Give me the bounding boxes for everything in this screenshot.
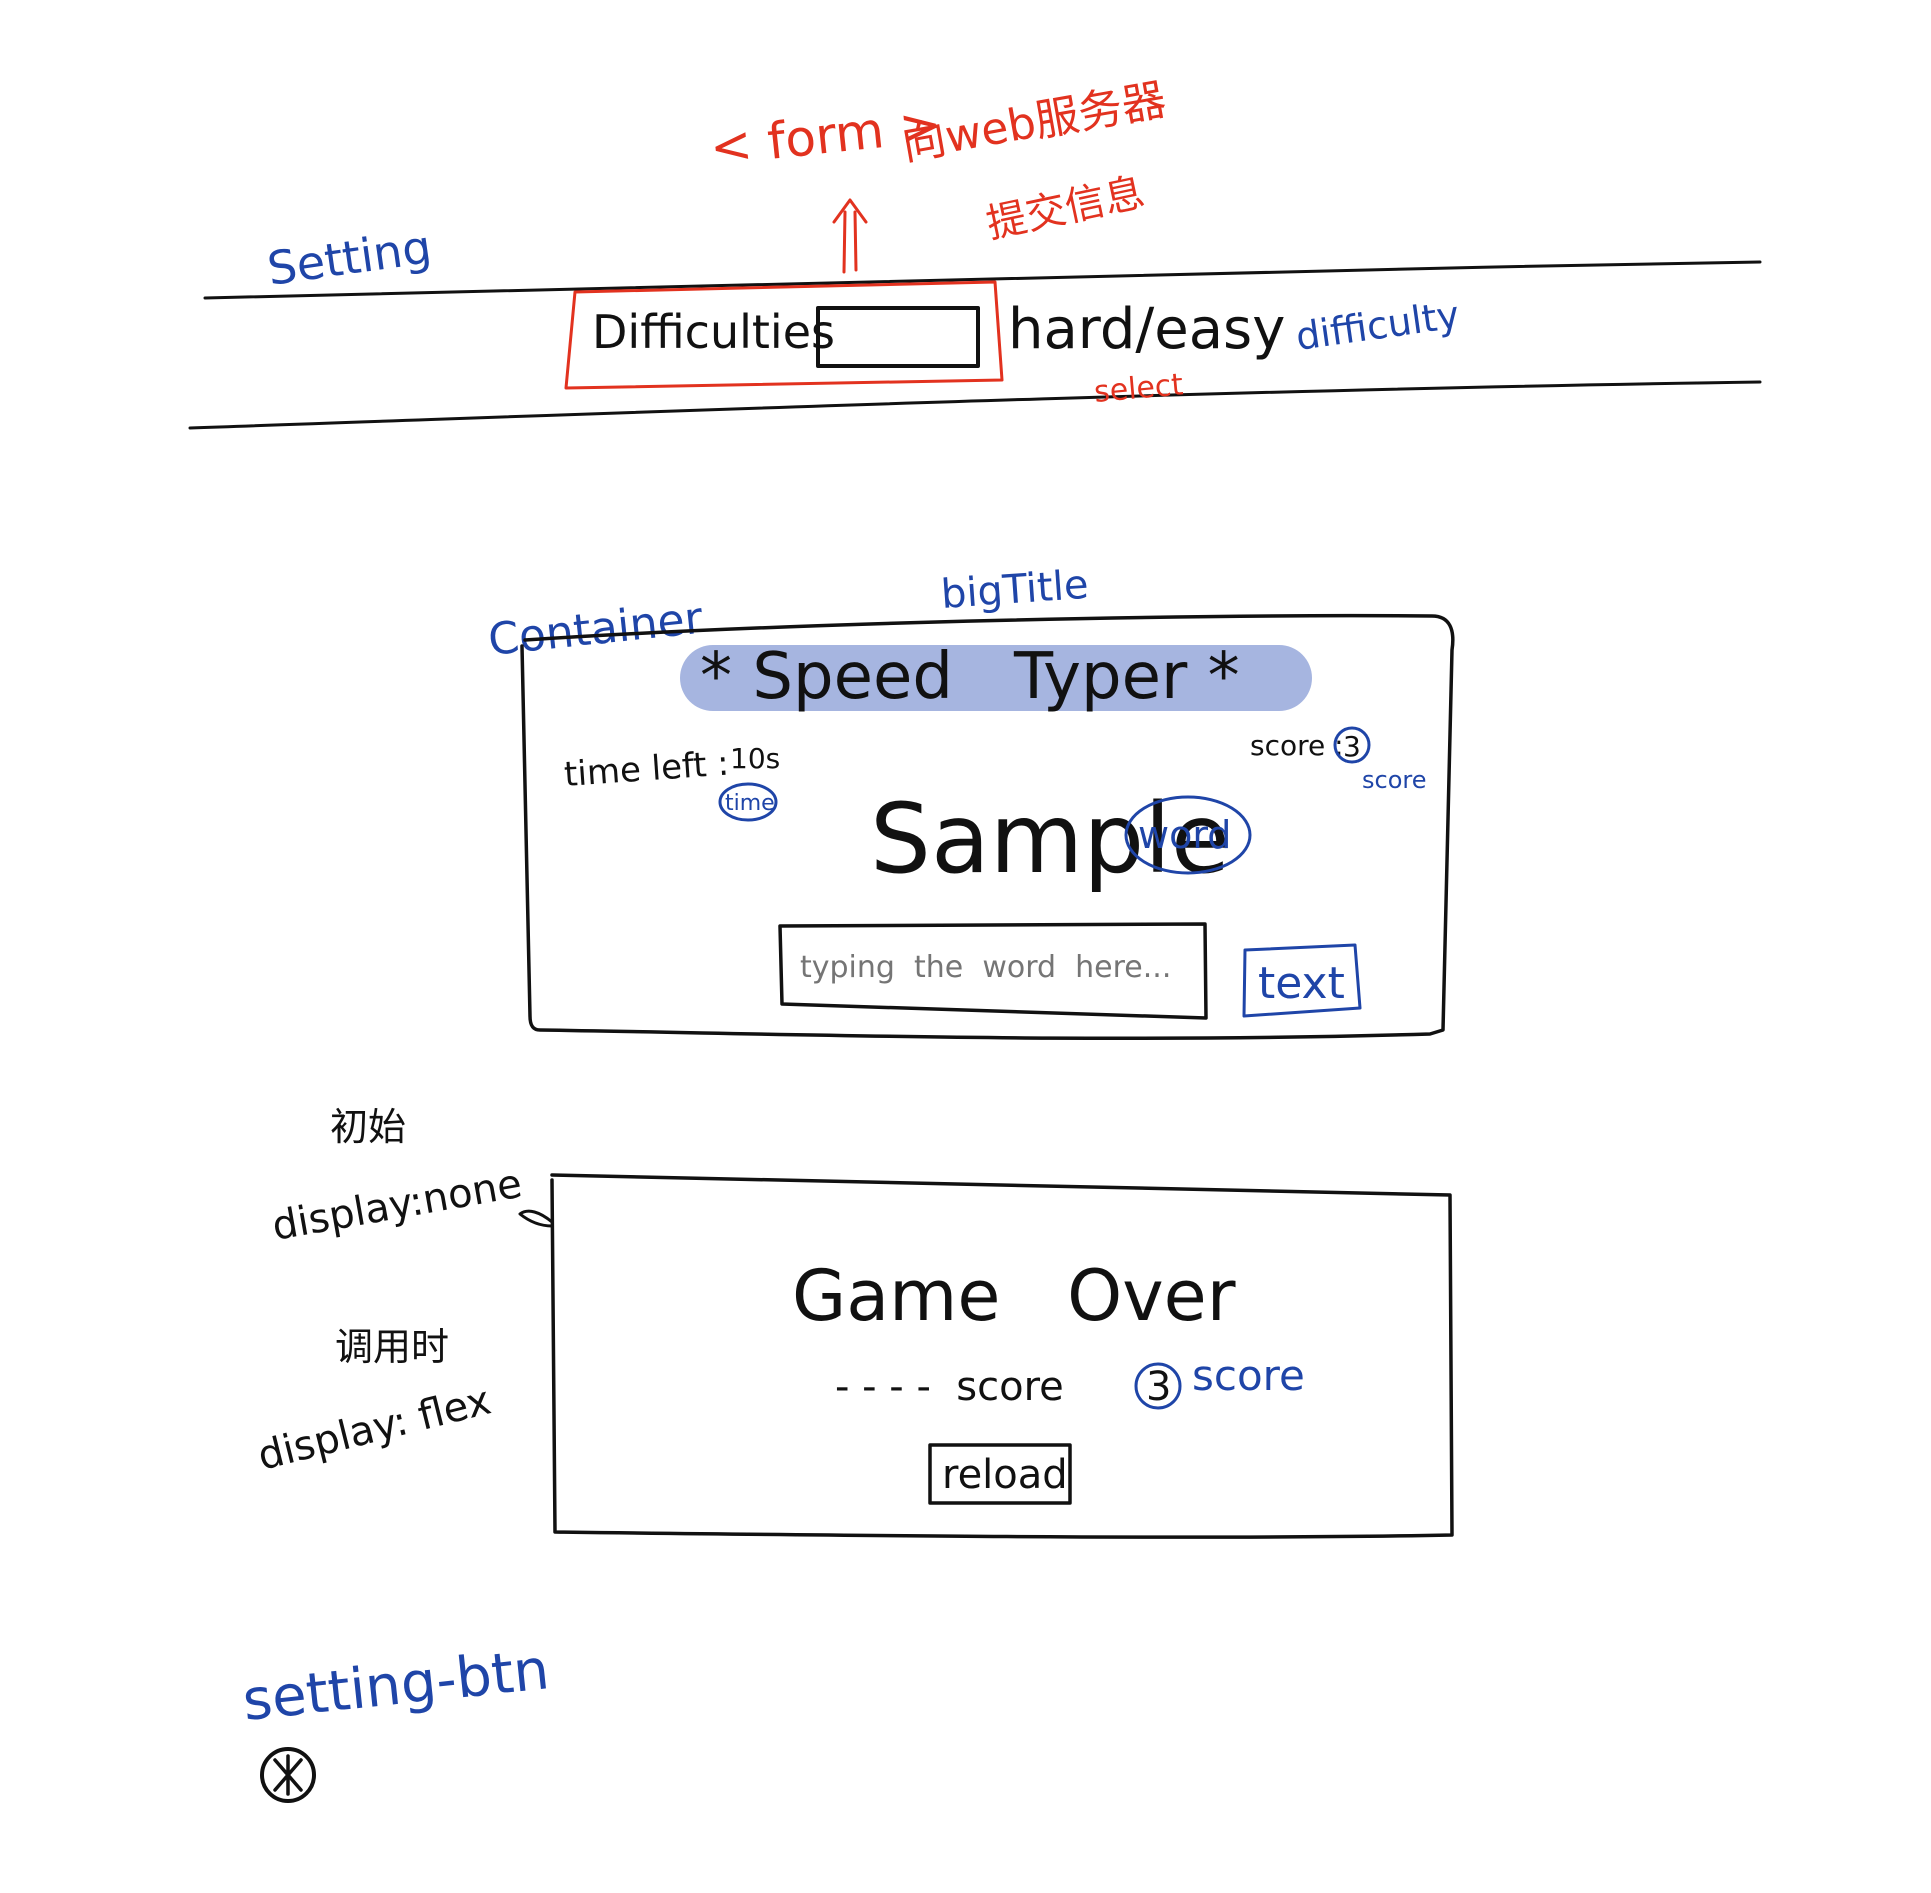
settings-button-area: setting-btn	[240, 1637, 552, 1803]
big-title-annotation: bigTitle	[939, 562, 1089, 618]
final-score-value: 3	[1146, 1364, 1171, 1410]
difficulty-select[interactable]	[816, 306, 980, 368]
container-frame	[520, 613, 1455, 1041]
form-note-line-2: 提交信息	[983, 170, 1149, 248]
settings-gear-icon	[273, 1754, 303, 1796]
word-input-frame	[778, 922, 1208, 1020]
settings-bar-bottom-line	[188, 380, 1762, 430]
settings-annotation: Setting	[264, 219, 435, 295]
settings-button-annotation: setting-btn	[240, 1637, 552, 1734]
difficulty-options: hard/easy	[1008, 297, 1285, 362]
end-game-container: 初始 display:none 调用时 display: flex Game O…	[253, 1105, 1454, 1539]
word-annotation-circle	[1124, 795, 1252, 875]
word-input-holder	[790, 930, 1200, 1004]
settings-button[interactable]	[260, 1747, 316, 1803]
arrow-left-icon	[518, 1209, 554, 1228]
form-note-line-1: 向web服务器	[898, 74, 1170, 171]
score-annotation: score	[1362, 766, 1427, 794]
main-container: Container bigTitle * Speed Typer * time …	[486, 562, 1455, 1041]
form-note: < form > 向web服务器 提交信息	[707, 74, 1170, 274]
final-score-label: - - - - score	[835, 1364, 1064, 1410]
speed-typer-title: * Speed Typer *	[700, 640, 1240, 714]
difficulty-label: Difficulties	[592, 305, 835, 359]
container-annotation: Container	[486, 593, 706, 666]
score-value: 3	[1343, 730, 1361, 763]
sample-word: Sample	[870, 783, 1230, 895]
difficulty-id-annotation: difficulty	[1293, 292, 1462, 358]
settings-button-circle[interactable]	[260, 1747, 316, 1803]
final-score-annotation: score	[1192, 1351, 1305, 1400]
form-outline	[564, 280, 1004, 390]
reload-button-label: reload	[942, 1452, 1068, 1498]
note-display-flex: display: flex	[253, 1377, 495, 1479]
arrow-up-icon	[832, 198, 868, 274]
time-left-label: time left :	[563, 744, 730, 795]
word-annotation: word	[1138, 813, 1231, 857]
time-annotation-circle	[718, 782, 778, 822]
reload-button[interactable]	[928, 1443, 1072, 1505]
final-score-circle	[1134, 1362, 1182, 1410]
settings-bar: Setting Difficulties hard/easy select di…	[188, 219, 1762, 430]
game-over-title: Game Over	[792, 1255, 1236, 1337]
time-value: 10s	[730, 742, 780, 775]
note-when-called: 调用时	[335, 1325, 449, 1369]
settings-bar-top-line	[203, 260, 1762, 300]
word-input[interactable]	[790, 930, 1200, 1004]
score-label: score :	[1250, 729, 1344, 762]
title-highlight	[680, 645, 1312, 711]
note-display-none: display:none	[269, 1161, 526, 1250]
time-annotation: time	[725, 791, 775, 816]
input-annotation: text	[1258, 958, 1345, 1009]
end-game-frame	[550, 1173, 1454, 1539]
text-annotation-box	[1242, 943, 1362, 1018]
score-value-circle	[1333, 726, 1371, 764]
note-initial: 初始	[330, 1105, 406, 1149]
select-annotation: select	[1093, 367, 1185, 410]
